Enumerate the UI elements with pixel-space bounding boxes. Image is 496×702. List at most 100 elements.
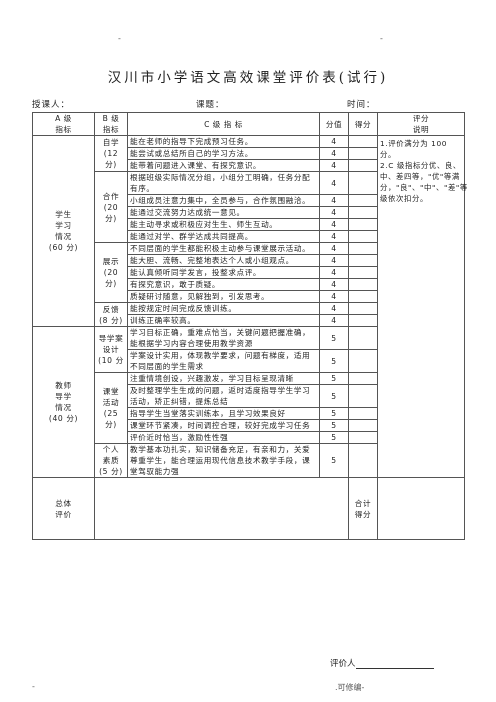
c-level-indicator: 能按规定时间完成反馈训练。 — [127, 302, 320, 315]
header-b: B 级 指标 — [94, 112, 128, 136]
table-row: 指导学生当堂落实训练本，且学习效果良好 5 — [33, 407, 465, 420]
time-label: 时间： — [347, 100, 376, 110]
c-level-indicator: 及时整理学生生成的问题，返时适度指导学生学习活动，矫正纠错，提炼总结 — [127, 384, 320, 408]
a-level-indicator: 教师 导学 情况 (40 分) — [32, 326, 95, 478]
score-input-cell[interactable] — [348, 314, 378, 327]
score-input-cell[interactable] — [348, 135, 378, 148]
c-level-indicator-text: 指导学生当堂落实训练本，且学习效果良好 — [130, 409, 286, 418]
b-level-indicator-text: 合作 (20 分) — [102, 191, 120, 223]
c-level-indicator: 能带着问题进入课堂、有探究意识。 — [127, 159, 320, 172]
header-note: 评分 说明 — [377, 112, 465, 136]
score-input-cell[interactable] — [348, 407, 378, 420]
header-c-text: C 级 指 标 — [204, 119, 243, 129]
score-input-cell[interactable] — [348, 218, 378, 231]
b-level-indicator: 课堂 活动 (25 分) — [94, 372, 128, 444]
score-input-cell[interactable] — [348, 194, 378, 207]
b-level-indicator-text: 反馈 (8 分) — [99, 304, 123, 325]
b-level-indicator: 自学 (12 分) — [94, 135, 128, 172]
c-level-indicator: 注重情境创设，兴趣激发，学习目标呈现清晰 — [127, 372, 320, 385]
b-level-indicator: 个人 素质 (5 分) — [94, 443, 128, 478]
score-value: 4 — [319, 230, 349, 243]
total-score-input[interactable] — [377, 477, 465, 540]
score-value: 5 — [319, 419, 349, 432]
bottom-right-mark: .可修编- — [335, 683, 365, 692]
score-value-text: 4 — [331, 280, 337, 289]
c-level-indicator-text: 能主动寻求或积极应对生生、师生互动。 — [130, 220, 278, 229]
score-input-cell[interactable] — [348, 254, 378, 267]
table-row: 反馈 (8 分) 能按规定时间完成反馈训练。 4 — [33, 302, 465, 327]
score-input-cell[interactable] — [348, 147, 378, 160]
top-right-mark: - — [380, 34, 383, 43]
score-value: 4 — [319, 218, 349, 231]
score-value-text: 5 — [331, 456, 337, 465]
score-input-cell[interactable] — [348, 230, 378, 243]
score-value: 5 — [319, 407, 349, 420]
c-level-indicator-text: 能按规定时间完成反馈训练。 — [130, 304, 237, 313]
score-input-cell[interactable] — [348, 431, 378, 444]
score-value-text: 4 — [331, 268, 337, 277]
score-input-cell[interactable] — [348, 290, 378, 303]
scoring-note: 1.评价满分为 100 分。 2.C 级指标分优、良、中、差四等，"优"等满分，… — [377, 135, 468, 478]
total-score-label: 合计 得分 — [348, 477, 378, 540]
score-input-cell[interactable] — [348, 266, 378, 279]
score-value: 5 — [319, 431, 349, 444]
score-value: 4 — [319, 254, 349, 267]
c-level-indicator-text: 及时整理学生生成的问题，返时适度指导学生学习活动，矫正纠错，提炼总结 — [130, 386, 311, 406]
bottom-left-mark: - — [32, 682, 35, 691]
header-a-text: A 级 指标 — [55, 114, 72, 134]
table-row: 质疑研讨随意，见解独到，引发思考。 4 — [33, 290, 465, 303]
c-level-indicator-text: 注重情境创设，兴趣激发，学习目标呈现清晰 — [130, 374, 294, 383]
c-level-indicator: 能尝试或总结所自己的学习方法。 — [127, 147, 320, 160]
topic-label: 课题： — [196, 100, 225, 110]
score-input-cell[interactable] — [348, 159, 378, 172]
table-row: 能通过对学、群学达成共同提高。4 — [33, 230, 465, 243]
total-evaluation-input[interactable] — [94, 477, 349, 540]
score-value: 5 — [319, 349, 349, 373]
score-value: 4 — [319, 147, 349, 160]
c-level-indicator: 学习目标正确，重难点恰当，关键问题把握准确，能根据学习内容合理使用教学资源 — [127, 326, 320, 350]
c-level-indicator: 根据班级实际情况分组，小组分工明确，任务分配有序。 — [127, 171, 320, 195]
c-level-indicator-text: 教学基本功扎实，知识储备充足，有亲和力，关爱尊重学生，能合理运用现代信息技术教学… — [130, 445, 311, 476]
c-level-indicator-text: 学案设计实用，体现教学要求，问题有梯度，适用不同层面的学生需求 — [130, 351, 311, 371]
table-row: 个人 素质 (5 分)教学基本功扎实，知识储备充足，有亲和力，关爱尊重学生，能合… — [33, 443, 465, 478]
score-value-text: 4 — [331, 178, 337, 188]
score-input-cell[interactable] — [348, 349, 378, 373]
score-input-cell[interactable] — [348, 206, 378, 219]
c-level-indicator: 指导学生当堂落实训练本，且学习效果良好 — [127, 407, 320, 420]
header-got-text: 得分 — [354, 119, 372, 129]
score-value: 4 — [319, 302, 349, 315]
score-input-cell[interactable] — [348, 384, 378, 408]
page-title: 汉川市小学语文高效课堂评价表(试行) — [107, 70, 389, 86]
score-input-cell[interactable] — [348, 171, 378, 195]
evaluator-signature-line[interactable] — [355, 659, 434, 669]
score-value-text: 4 — [331, 137, 337, 146]
a-level-indicator-text: 学生 学习 情况 (60 分) — [48, 210, 79, 252]
score-value: 4 — [319, 135, 349, 148]
score-input-cell[interactable] — [348, 372, 378, 385]
score-value: 4 — [319, 278, 349, 291]
score-input-cell[interactable] — [348, 326, 378, 350]
c-level-indicator-text: 能认真倾听同学发言，投整求点评。 — [130, 268, 262, 277]
score-input-cell[interactable] — [348, 278, 378, 291]
scoring-note-text: 1.评价满分为 100 分。 2.C 级指标分优、良、中、差四等，"优"等满分，… — [380, 139, 468, 203]
b-level-indicator-text: 导学案 设计 (10 分 — [98, 334, 124, 365]
score-input-cell[interactable] — [348, 419, 378, 432]
score-value-text: 4 — [331, 149, 337, 158]
c-level-indicator-text: 能通过交流努力达成统一意见。 — [130, 208, 245, 217]
score-input-cell[interactable] — [348, 302, 378, 315]
b-level-indicator-text: 展示 (20 分) — [102, 257, 120, 288]
score-input-cell[interactable] — [348, 443, 378, 478]
score-value-text: 5 — [331, 356, 337, 366]
score-input-cell[interactable] — [348, 242, 378, 255]
b-level-indicator-text: 课堂 活动 (25 分) — [102, 387, 120, 429]
header-got: 得分 — [348, 112, 378, 136]
c-level-indicator-text: 能带着问题进入课堂、有探究意识。 — [130, 161, 262, 170]
c-level-indicator: 课堂环节紧凑，时间调控合理，较好完成学习任务 — [127, 419, 320, 432]
score-value-text: 5 — [331, 391, 337, 401]
score-value-text: 4 — [331, 208, 337, 217]
table-row: 能主动寻求或积极应对生生、师生互动。 4 — [33, 218, 465, 231]
b-level-indicator: 合作 (20 分) — [94, 171, 128, 243]
c-level-indicator: 质疑研讨随意，见解独到，引发思考。 — [127, 290, 320, 303]
score-value-text: 4 — [331, 292, 337, 301]
